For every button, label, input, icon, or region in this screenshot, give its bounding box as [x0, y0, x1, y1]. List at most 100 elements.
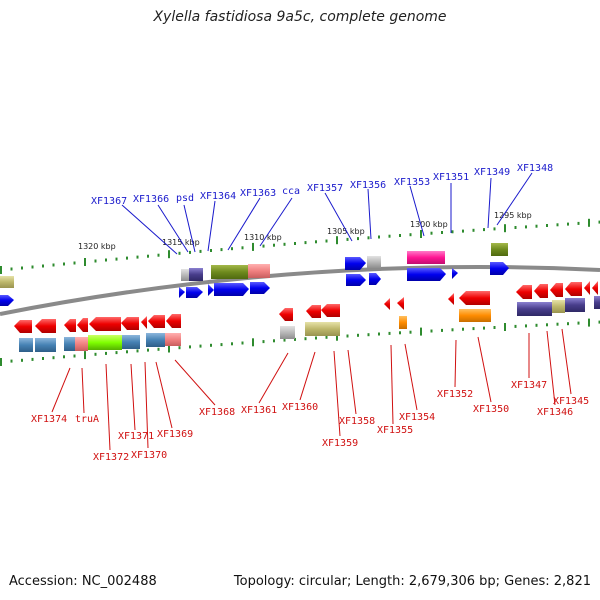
minor-tick: [514, 226, 517, 229]
gene-arrow: [306, 305, 321, 318]
minor-tick: [199, 249, 202, 253]
gene-arrow: [35, 319, 56, 333]
gene-label-xf1350[interactable]: XF1350: [473, 404, 509, 415]
minor-tick: [10, 267, 13, 271]
minor-tick: [273, 339, 275, 343]
minor-tick: [52, 356, 55, 360]
gene-box: [248, 264, 270, 278]
major-tick: [588, 218, 590, 227]
minor-tick: [346, 237, 349, 241]
gene-label-xf1370[interactable]: XF1370: [131, 450, 167, 461]
minor-tick: [430, 231, 433, 235]
gene-label-xf1372[interactable]: XF1372: [93, 452, 129, 463]
scale-label-1295: 1295 kbp: [494, 211, 532, 220]
gene-arrow: [14, 320, 32, 333]
major-tick: [0, 266, 2, 274]
gene-label-xf1349[interactable]: XF1349: [474, 167, 510, 178]
gene-arrow: [369, 273, 381, 285]
minor-tick: [262, 244, 265, 248]
gene-arrow: [384, 298, 390, 310]
minor-tick: [367, 333, 370, 337]
gene-label-xf1364[interactable]: XF1364: [200, 191, 236, 202]
scale-label-1300: 1300 kbp: [410, 220, 448, 229]
minor-tick: [535, 323, 538, 327]
tick-track-top: [0, 218, 600, 274]
minor-tick: [283, 338, 286, 342]
gene-box: [552, 300, 565, 313]
gene-label-xf1368[interactable]: XF1368: [199, 407, 235, 418]
gene-arrow: [89, 317, 121, 331]
gene-box: [367, 256, 381, 268]
gene-label-trua[interactable]: truA: [75, 414, 99, 425]
gene-box: [75, 337, 88, 351]
gene-label-xf1357[interactable]: XF1357: [307, 183, 343, 194]
gene-label-xf1374[interactable]: XF1374: [31, 414, 67, 425]
bottom-leader-lines: [51, 328, 572, 451]
gene-label-xf1347[interactable]: XF1347: [511, 380, 547, 391]
gene-box: [35, 338, 56, 352]
gene-label-xf1348[interactable]: XF1348: [517, 163, 553, 174]
gene-arrow: [584, 281, 590, 295]
gene-label-xf1371[interactable]: XF1371: [118, 431, 154, 442]
gene-label-xf1369[interactable]: XF1369: [157, 429, 193, 440]
gene-label-xf1346[interactable]: XF1346: [537, 407, 573, 418]
gene-arrow: [452, 268, 458, 279]
major-tick: [252, 338, 254, 347]
gene-label-xf1356[interactable]: XF1356: [350, 180, 386, 191]
minor-tick: [73, 261, 76, 265]
major-tick: [168, 344, 170, 353]
gene-arrow: [208, 284, 214, 296]
scale-label-1320: 1320 kbp: [78, 242, 116, 251]
gene-label-xf1352[interactable]: XF1352: [437, 389, 473, 400]
minor-tick: [577, 321, 580, 325]
forward-genes: [0, 243, 509, 306]
minor-tick: [493, 227, 496, 231]
minor-tick: [115, 257, 118, 261]
minor-tick: [210, 343, 212, 347]
minor-tick: [136, 255, 139, 259]
major-tick: [504, 224, 506, 233]
minor-tick: [157, 347, 160, 351]
gene-arrow: [592, 281, 598, 295]
gene-label-xf1366[interactable]: XF1366: [133, 194, 169, 205]
minor-tick: [472, 327, 475, 331]
gene-label-xf1345[interactable]: XF1345: [553, 396, 589, 407]
minor-tick: [567, 222, 569, 226]
gene-label-xf1359[interactable]: XF1359: [322, 438, 358, 449]
minor-tick: [94, 352, 97, 356]
gene-label-xf1354[interactable]: XF1354: [399, 412, 435, 423]
gene-label-cca[interactable]: cca: [282, 186, 300, 197]
minor-tick: [525, 324, 527, 328]
minor-tick: [472, 228, 475, 232]
minor-tick: [42, 264, 44, 268]
gene-label-xf1351[interactable]: XF1351: [433, 172, 469, 183]
gene-arrow: [459, 291, 490, 305]
minor-tick: [367, 236, 370, 240]
minor-tick: [115, 351, 118, 355]
genome-backbone: [0, 264, 600, 316]
gene-label-psd[interactable]: psd: [176, 193, 194, 204]
minor-tick: [315, 240, 317, 244]
minor-tick: [357, 237, 359, 241]
accession-label: Accession: NC_002488: [9, 574, 157, 589]
minor-tick: [63, 262, 65, 266]
gene-label-xf1367[interactable]: XF1367: [91, 196, 127, 207]
gene-label-xf1360[interactable]: XF1360: [282, 402, 318, 413]
gene-label-xf1361[interactable]: XF1361: [241, 405, 277, 416]
minor-tick: [147, 348, 149, 352]
gene-box: [280, 326, 295, 339]
gene-arrow: [550, 283, 563, 297]
gene-label-xf1363[interactable]: XF1363: [240, 188, 276, 199]
minor-tick: [409, 330, 412, 334]
gene-label-xf1358[interactable]: XF1358: [339, 416, 375, 427]
minor-tick: [304, 241, 307, 245]
gene-box: [565, 298, 585, 312]
minor-tick: [231, 247, 233, 251]
gene-box: [88, 335, 122, 350]
major-tick: [84, 258, 86, 266]
gene-label-xf1353[interactable]: XF1353: [394, 177, 430, 188]
minor-tick: [273, 243, 275, 247]
gene-label-xf1355[interactable]: XF1355: [377, 425, 413, 436]
gene-arrow: [0, 295, 14, 306]
minor-tick: [94, 259, 97, 263]
